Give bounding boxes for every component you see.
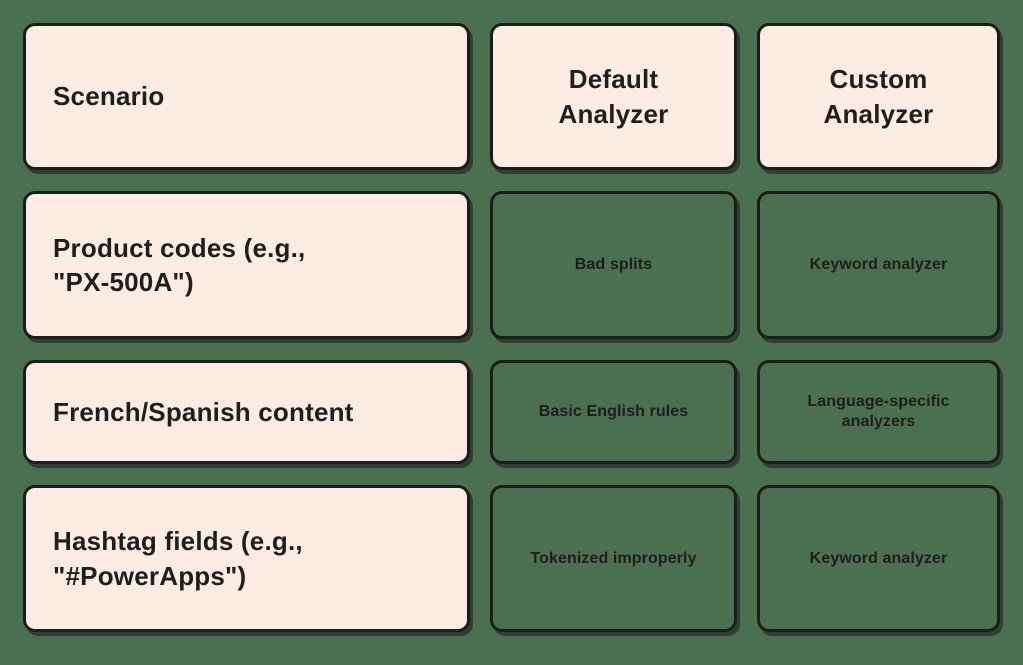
header-custom-analyzer-label: Custom Analyzer — [823, 64, 934, 129]
row-product-codes-default-cell: Bad splits — [490, 191, 737, 339]
header-default-analyzer-label: Default Analyzer — [558, 64, 669, 129]
row-language-default-cell: Basic English rules — [490, 360, 737, 464]
row-language-scenario-cell: French/Spanish content — [23, 360, 470, 464]
header-default-analyzer-cell: Default Analyzer — [490, 23, 737, 170]
header-custom-analyzer-cell: Custom Analyzer — [757, 23, 1000, 170]
row-language-scenario-label: French/Spanish content — [53, 396, 354, 427]
row-language-custom-label: Language-specific analyzers — [807, 393, 950, 430]
row-hashtag-scenario-cell: Hashtag fields (e.g., "#PowerApps") — [23, 485, 470, 632]
row-product-codes-custom-cell: Keyword analyzer — [757, 191, 1000, 339]
row-hashtag-custom-label: Keyword analyzer — [809, 549, 948, 567]
row-product-codes-custom-label: Keyword analyzer — [809, 256, 948, 273]
row-hashtag-default-cell: Tokenized improperly — [490, 485, 737, 632]
header-scenario-label: Scenario — [53, 81, 165, 112]
row-hashtag-default-label: Tokenized improperly — [530, 549, 697, 567]
row-language-default-label: Basic English rules — [538, 403, 689, 420]
row-product-codes-scenario-cell: Product codes (e.g., "PX-500A") — [23, 191, 470, 339]
row-product-codes-scenario-label: Product codes (e.g., "PX-500A") — [53, 232, 306, 297]
header-scenario-cell: Scenario — [23, 23, 470, 170]
row-hashtag-scenario-label: Hashtag fields (e.g., "#PowerApps") — [53, 526, 303, 591]
row-product-codes-default-label: Bad splits — [574, 256, 653, 273]
row-hashtag-custom-cell: Keyword analyzer — [757, 485, 1000, 632]
row-language-custom-cell: Language-specific analyzers — [757, 360, 1000, 464]
